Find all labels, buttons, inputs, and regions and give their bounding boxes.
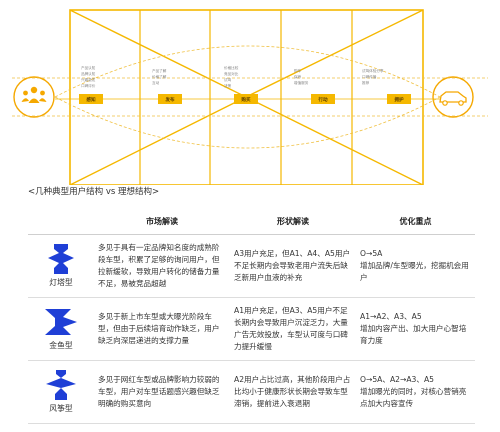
col-text: 试驾: [224, 77, 232, 82]
stage-box-3: 购买: [234, 94, 258, 104]
focus-cell: O→5A、A2→A3、A5 增加曝光的同时，对核心营销亮点加大内容宣传: [356, 360, 475, 424]
type-cell: 风筝型: [28, 360, 94, 424]
col-text: 保养: [294, 74, 302, 79]
col-texts-3: 价格比较 竞品对比 试驾 决策: [224, 65, 239, 88]
type-cell: 金鱼型: [28, 297, 94, 361]
focus-cell: O→5A 增加品牌/车型曝光，挖掘机会用户: [356, 234, 475, 298]
car-icon: [432, 76, 474, 118]
shape-cell: A2用户占比过高，其他阶段用户占比均小于健康形状长期会导致车型滞销，提前进入衰退…: [230, 360, 356, 424]
col-text: 口碑传播: [362, 74, 377, 79]
col-text: 增值服务: [294, 80, 309, 85]
stage-box-2: 发布: [158, 94, 182, 104]
table-row: 灯塔型 多见于具有一定品牌知名度的成熟阶段车型，积累了足够的询问用户，但拉新缓软…: [28, 234, 475, 298]
table-row: 金鱼型 多见于新上市车型或大曝光阶段车型，但由于后续培育动作缺乏，用户缺乏向深层…: [28, 297, 475, 361]
stage-box-1: 感知: [79, 94, 103, 104]
table-header-row: 市场解读 形状解读 优化重点: [28, 210, 475, 235]
col-text: 试驾体验分享: [362, 68, 384, 73]
col-text: 品牌认知: [81, 71, 96, 76]
col-text: 决策: [224, 83, 232, 88]
col-text: 竞品对比: [224, 71, 239, 76]
header-type: [28, 210, 94, 235]
lighthouse-shape-icon: [48, 243, 74, 274]
type-cell: 灯塔型: [28, 234, 94, 298]
col-text: 价格了解: [152, 74, 167, 79]
diagram-frame: [69, 9, 424, 185]
stage-label: 发布: [164, 96, 175, 103]
focus-path: A1→A2、A3、A5: [360, 312, 422, 322]
col-text: 产品认知: [81, 65, 96, 70]
stage-box-4: 行动: [311, 94, 335, 104]
col-text: 购车: [294, 68, 302, 73]
col-texts-1: 产品认知 品牌认知 兴趣激发 口碑评价: [81, 65, 96, 88]
table-row: 风筝型 多见于网红车型或品牌影响力较弱的车型，用户对车型话题感兴趣但缺乏明确的购…: [28, 360, 475, 424]
col-texts-5: 试驾体验分享 口碑传播 推荐: [362, 68, 384, 85]
col-text: 口碑评价: [81, 83, 96, 88]
focus-path: O→5A、A2→A3、A5: [360, 375, 434, 385]
market-cell: 多见于具有一定品牌知名度的成熟阶段车型，积累了足够的询问用户，但拉新缓软，导致用…: [94, 234, 230, 298]
col-text: 产品了解: [152, 68, 167, 73]
col-texts-4: 购车 保养 增值服务: [294, 68, 309, 85]
market-cell: 多见于网红车型或品牌影响力较弱的车型，用户对车型话题感兴趣但缺乏明确的购买意向: [94, 360, 230, 424]
type-label: 灯塔型: [49, 277, 73, 287]
col-text: 兴趣激发: [81, 77, 96, 82]
stage-label: 感知: [86, 96, 96, 103]
goldfish-shape-icon: [45, 308, 77, 335]
user-journey-diagram: 产品认知 品牌认知 兴趣激发 口碑评价 产品了解 价格了解 互动 价格比较 竞品…: [12, 9, 488, 185]
market-cell: 多见于新上市车型或大曝光阶段车型，但由于后续培育动作缺乏，用户缺乏向深层递进的支…: [94, 297, 230, 361]
shape-cell: A1用户充足，但A3、A5用户不足长期内会导致用户沉淀乏力，大量广告无效投放，车…: [230, 297, 356, 361]
focus-desc: 增加内容产出、加大用户心智培育力度: [360, 324, 467, 345]
stage-label: 行动: [317, 96, 328, 103]
col-texts-2: 产品了解 价格了解 互动: [152, 68, 167, 85]
focus-desc: 增加品牌/车型曝光，挖掘机会用户: [360, 261, 469, 282]
focus-desc: 增加曝光的同时，对核心营销亮点加大内容宣传: [360, 387, 467, 408]
users-icon: [13, 76, 55, 118]
stage-label: 拥护: [394, 96, 404, 103]
section-caption: <几种典型用户结构 vs 理想结构>: [28, 187, 160, 197]
focus-path: O→5A: [360, 249, 383, 259]
type-label: 风筝型: [49, 403, 73, 413]
header-shape: 形状解读: [230, 210, 356, 235]
header-market: 市场解读: [94, 210, 230, 235]
type-label: 金鱼型: [49, 340, 73, 350]
stage-box-5: 拥护: [387, 94, 411, 104]
col-text: 推荐: [362, 80, 370, 85]
header-focus: 优化重点: [356, 210, 475, 235]
kite-shape-icon: [46, 369, 76, 400]
stage-label: 购买: [241, 96, 251, 103]
col-text: 价格比较: [224, 65, 239, 70]
comparison-table: 市场解读 形状解读 优化重点 灯塔型 多见于具有一定品牌知名度的成熟阶段车型，积…: [28, 210, 475, 424]
shape-cell: A3用户充足，但A1、A4、A5用户不足长期内会导致老用户流失后缺乏新用户血液的…: [230, 234, 356, 298]
focus-cell: A1→A2、A3、A5 增加内容产出、加大用户心智培育力度: [356, 297, 475, 361]
col-text: 互动: [152, 80, 160, 85]
